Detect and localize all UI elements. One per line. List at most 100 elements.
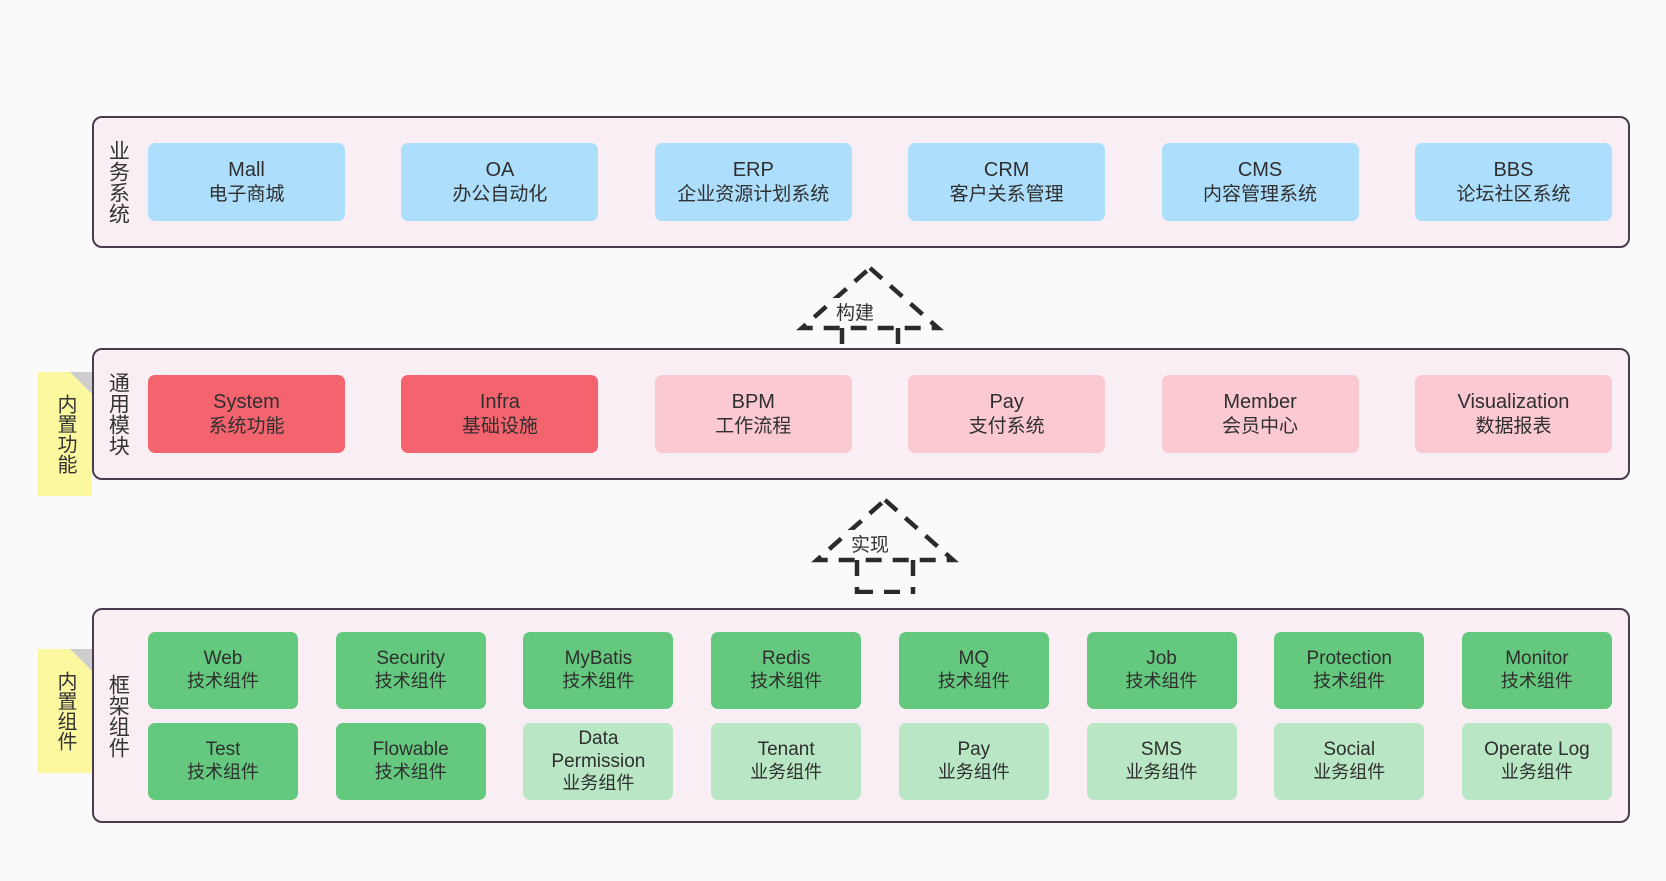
box-crm[interactable]: CRM 客户关系管理: [908, 143, 1106, 221]
box-data-permission[interactable]: Data Permission 业务组件: [523, 722, 674, 800]
box-security[interactable]: Security 技术组件: [335, 631, 486, 709]
box-web-desc: 技术组件: [187, 670, 259, 691]
box-pay-module-name: Pay: [989, 391, 1024, 414]
box-mq-desc: 技术组件: [937, 670, 1010, 691]
box-tenant-name: Tenant: [757, 739, 815, 761]
framework-row-1: Web 技术组件 Security 技术组件 MyBatis 技术组件 Redi…: [148, 631, 1612, 709]
box-visualization-desc: 数据报表: [1475, 415, 1552, 437]
page-fold-icon: [70, 372, 92, 394]
box-mybatis[interactable]: MyBatis 技术组件: [523, 631, 674, 709]
box-test[interactable]: Test 技术组件: [148, 722, 298, 800]
connector-build: 构建: [790, 262, 950, 363]
box-protection-desc: 技术组件: [1313, 670, 1386, 691]
box-social[interactable]: Social 业务组件: [1274, 722, 1425, 800]
box-member-desc: 会员中心: [1222, 415, 1299, 437]
box-cms[interactable]: CMS 内容管理系统: [1161, 143, 1359, 221]
box-job-desc: 技术组件: [1125, 670, 1198, 691]
box-infra-desc: 基础设施: [461, 415, 538, 437]
box-security-desc: 技术组件: [374, 670, 447, 691]
box-system-name: System: [213, 391, 280, 414]
box-sms[interactable]: SMS 业务组件: [1086, 722, 1237, 800]
box-oa-name: OA: [485, 159, 515, 182]
box-mall[interactable]: Mall 电子商城: [148, 143, 345, 221]
layer-body-modules: System 系统功能 Infra 基础设施 BPM 工作流程 Pay 支付系统…: [140, 350, 1628, 478]
box-test-desc: 技术组件: [187, 761, 259, 782]
box-crm-desc: 客户关系管理: [949, 183, 1064, 205]
box-erp-name: ERP: [732, 159, 774, 182]
box-pay-module-desc: 支付系统: [968, 415, 1045, 437]
box-infra-name: Infra: [479, 391, 520, 414]
box-redis[interactable]: Redis 技术组件: [711, 631, 862, 709]
layer-title-business: 业务系统: [106, 140, 130, 224]
box-bbs-desc: 论坛社区系统: [1456, 183, 1571, 205]
box-bpm-desc: 工作流程: [715, 415, 792, 437]
box-web[interactable]: Web 技术组件: [148, 631, 298, 709]
box-crm-name: CRM: [983, 159, 1030, 182]
box-mq-name: MQ: [958, 648, 990, 670]
box-oa-desc: 办公自动化: [452, 183, 548, 205]
box-monitor-name: Monitor: [1505, 648, 1569, 670]
box-infra[interactable]: Infra 基础设施: [401, 375, 599, 453]
box-erp[interactable]: ERP 企业资源计划系统: [654, 143, 852, 221]
tab-builtin-features-label: 内置功能: [54, 394, 76, 474]
box-test-name: Test: [205, 739, 241, 761]
box-mall-desc: 电子商城: [208, 183, 285, 205]
box-erp-desc: 企业资源计划系统: [677, 183, 830, 205]
box-bpm-name: BPM: [731, 391, 775, 414]
layer-body-framework: Web 技术组件 Security 技术组件 MyBatis 技术组件 Redi…: [140, 610, 1628, 821]
tab-builtin-components: 内置组件: [38, 649, 92, 773]
box-job-name: Job: [1146, 648, 1177, 670]
layer-common-modules: 通用模块 System 系统功能 Infra 基础设施 BPM 工作流程 Pay…: [92, 348, 1630, 480]
box-social-name: Social: [1323, 739, 1376, 761]
box-flowable[interactable]: Flowable 技术组件: [335, 722, 486, 800]
connector-implement-label: 实现: [849, 530, 892, 557]
box-pay-component-desc: 业务组件: [937, 761, 1010, 782]
box-operate-log-desc: 业务组件: [1500, 761, 1573, 782]
box-bbs[interactable]: BBS 论坛社区系统: [1414, 143, 1612, 221]
box-security-name: Security: [376, 648, 446, 670]
box-tenant-desc: 业务组件: [750, 761, 823, 782]
box-mq[interactable]: MQ 技术组件: [898, 631, 1049, 709]
page-fold-icon: [70, 649, 92, 671]
box-monitor-desc: 技术组件: [1500, 670, 1573, 691]
layer-title-framework: 框架组件: [106, 673, 130, 758]
box-cms-desc: 内容管理系统: [1203, 183, 1318, 205]
box-flowable-desc: 技术组件: [374, 761, 447, 782]
box-social-desc: 业务组件: [1313, 761, 1386, 782]
box-tenant[interactable]: Tenant 业务组件: [711, 722, 862, 800]
box-operate-log[interactable]: Operate Log 业务组件: [1461, 722, 1612, 800]
box-member[interactable]: Member 会员中心: [1161, 375, 1359, 453]
box-sms-name: SMS: [1140, 739, 1183, 761]
box-redis-name: Redis: [761, 648, 811, 670]
connector-build-label: 构建: [834, 298, 877, 325]
box-mall-name: Mall: [228, 159, 265, 182]
box-protection-name: Protection: [1306, 648, 1392, 670]
layer-business-systems: 业务系统 Mall 电子商城 OA 办公自动化 ERP 企业资源计划系统 CRM…: [92, 116, 1630, 248]
box-visualization[interactable]: Visualization 数据报表: [1414, 375, 1612, 453]
box-web-name: Web: [203, 648, 243, 670]
box-cms-name: CMS: [1237, 159, 1283, 182]
box-data-permission-name: Data Permission: [551, 727, 646, 773]
box-monitor[interactable]: Monitor 技术组件: [1461, 631, 1612, 709]
box-pay-component[interactable]: Pay 业务组件: [898, 722, 1049, 800]
box-operate-log-name: Operate Log: [1484, 739, 1590, 761]
box-system[interactable]: System 系统功能: [148, 375, 345, 453]
box-data-permission-desc: 业务组件: [562, 773, 635, 794]
tab-builtin-components-label: 内置组件: [54, 671, 76, 751]
tab-builtin-features: 内置功能: [38, 372, 92, 496]
box-mybatis-desc: 技术组件: [562, 670, 635, 691]
box-bpm[interactable]: BPM 工作流程: [654, 375, 852, 453]
box-oa[interactable]: OA 办公自动化: [401, 143, 599, 221]
box-member-name: Member: [1223, 391, 1297, 414]
box-pay-component-name: Pay: [957, 739, 991, 761]
box-bbs-name: BBS: [1493, 159, 1534, 182]
framework-row-2: Test 技术组件 Flowable 技术组件 Data Permission …: [148, 722, 1612, 800]
layer-title-modules: 通用模块: [106, 372, 130, 456]
box-sms-desc: 业务组件: [1125, 761, 1198, 782]
box-visualization-name: Visualization: [1457, 391, 1570, 414]
box-job[interactable]: Job 技术组件: [1086, 631, 1237, 709]
box-protection[interactable]: Protection 技术组件: [1274, 631, 1425, 709]
layer-body-business: Mall 电子商城 OA 办公自动化 ERP 企业资源计划系统 CRM 客户关系…: [140, 118, 1628, 246]
box-pay-module[interactable]: Pay 支付系统: [908, 375, 1106, 453]
